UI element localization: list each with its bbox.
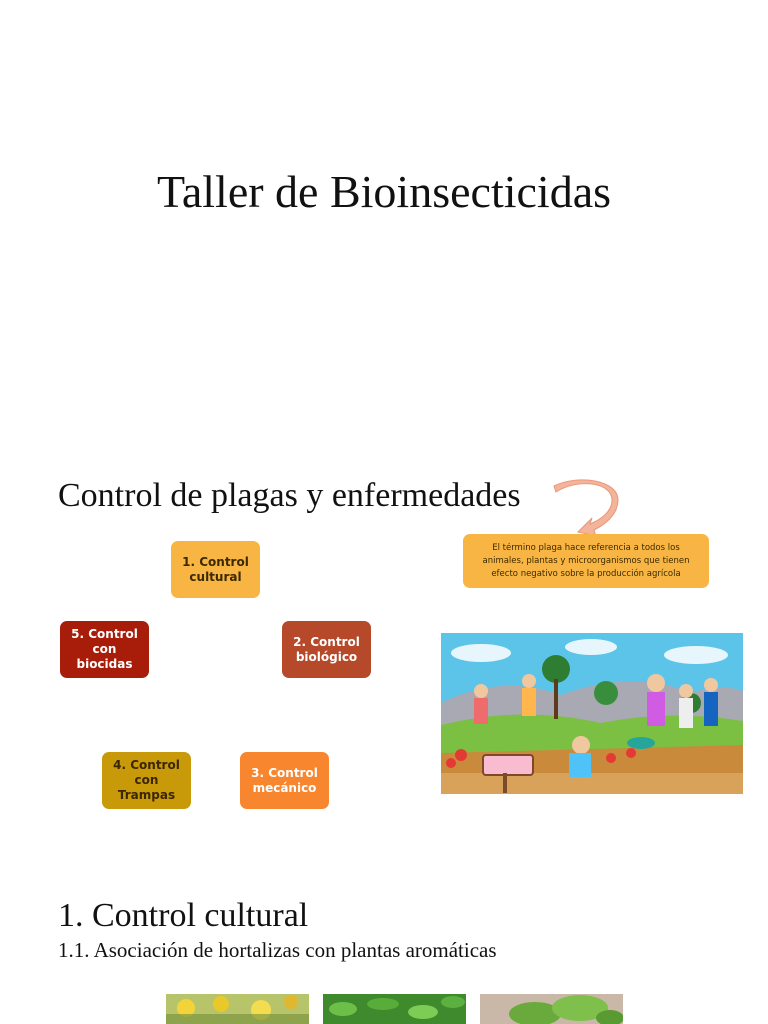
- control-cultural-box: 1. Control cultural: [171, 541, 260, 598]
- curved-arrow-icon: [553, 479, 619, 537]
- mint-leaves-photo: [480, 994, 623, 1024]
- flower-photo: [166, 994, 309, 1024]
- slide-title: Taller de Bioinsecticidas: [156, 166, 612, 217]
- control-trampas-box: 4. Control con Trampas: [102, 752, 191, 809]
- plaga-definition-callout: El término plaga hace referencia a todos…: [463, 534, 709, 588]
- control-biocidas-box: 5. Control con biocidas: [60, 621, 149, 678]
- herb-leaves-photo: [323, 994, 466, 1024]
- control-cultural-heading: 1. Control cultural: [58, 897, 309, 934]
- control-biologico-box: 2. Control biológico: [282, 621, 371, 678]
- control-mecanico-box: 3. Control mecánico: [240, 752, 329, 809]
- farm-workers-illustration: [441, 633, 743, 794]
- asociacion-subheading: 1.1. Asociación de hortalizas con planta…: [58, 938, 497, 962]
- section-heading: Control de plagas y enfermedades: [58, 477, 521, 514]
